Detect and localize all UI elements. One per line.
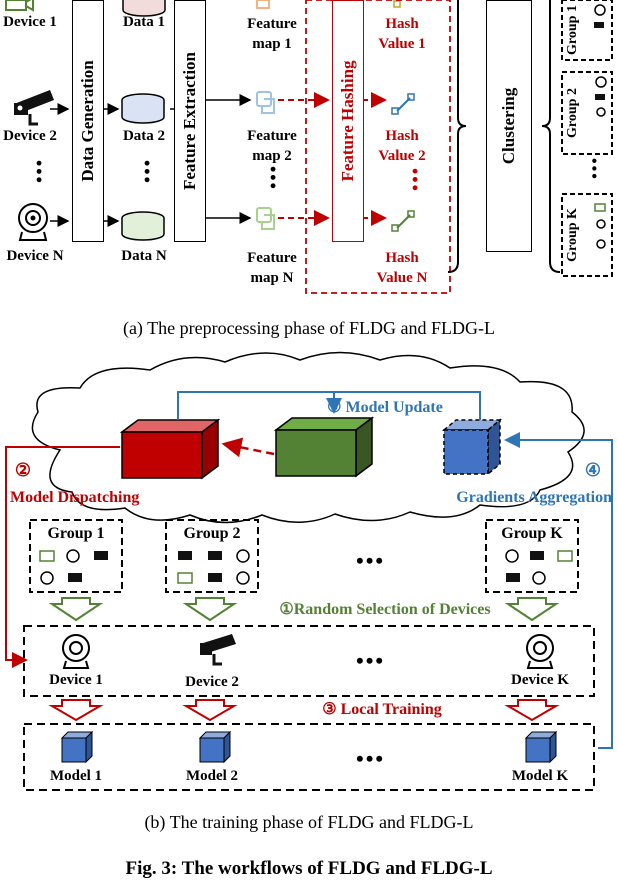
hash-value-label: Hash Value 2 bbox=[378, 128, 426, 164]
group-label: Group 2 bbox=[183, 525, 241, 542]
gradients-cube bbox=[441, 418, 503, 476]
ellipsis: ••• bbox=[356, 746, 386, 771]
caption-b: (b) The training phase of FLDG and FLDG-… bbox=[144, 812, 474, 832]
model-label: Model 2 bbox=[185, 768, 239, 784]
local-model-cube bbox=[60, 730, 94, 764]
clustering-box: Clustering bbox=[486, 0, 532, 252]
group-label: Group 1 bbox=[47, 525, 105, 542]
device-label: Device N bbox=[6, 248, 64, 264]
database-icon bbox=[122, 0, 166, 17]
ellipsis: ••• bbox=[356, 648, 386, 673]
cctv-icon bbox=[200, 634, 236, 666]
vertical-ellipsis: ••• bbox=[585, 158, 602, 181]
group-label: Group K bbox=[501, 525, 563, 542]
group-box: Group 1 bbox=[565, 5, 580, 55]
local-model-cube bbox=[524, 730, 558, 764]
step4-label: ④ bbox=[584, 460, 602, 480]
group-box: Group 2 bbox=[565, 88, 580, 138]
random-selection-label: ①Random Selection of Devices bbox=[279, 601, 491, 618]
vertical-ellipsis: ••• bbox=[137, 160, 157, 185]
aggregated-model-cube bbox=[273, 416, 375, 478]
vertical-ellipsis: ••• bbox=[29, 160, 49, 185]
device-label: Device K bbox=[511, 672, 569, 688]
cctv-icon bbox=[14, 90, 54, 126]
step2-label: ② bbox=[14, 460, 32, 480]
camera-icon bbox=[5, 0, 34, 12]
device-label: Device 2 bbox=[185, 674, 239, 690]
feature-map-label: Feature map N bbox=[247, 250, 297, 286]
feature-map-label: Feature map 2 bbox=[247, 128, 297, 164]
data-label: Data N bbox=[121, 248, 167, 264]
caption-a: (a) The preprocessing phase of FLDG and … bbox=[122, 318, 496, 338]
figure-title: Fig. 3: The workflows of FLDG and FLDG-L bbox=[125, 858, 493, 879]
data-label: Data 2 bbox=[122, 128, 166, 144]
hash-value-label: Hash Value N bbox=[376, 250, 428, 286]
model-update-label: ⑤ Model Update bbox=[327, 399, 443, 416]
device-label: Device 2 bbox=[3, 128, 57, 144]
feature-extraction-box: Feature Extraction bbox=[174, 0, 206, 242]
device-label: Device 1 bbox=[49, 672, 103, 688]
data-generation-box: Data Generation bbox=[72, 0, 104, 242]
hash-value-label: Hash Value 1 bbox=[378, 16, 426, 52]
speaker-icon bbox=[526, 634, 554, 669]
data-label: Data 1 bbox=[122, 14, 166, 30]
feature-map-icon bbox=[256, 0, 270, 9]
gradients-aggregation-label: Gradients Aggregation bbox=[456, 489, 612, 506]
local-model-cube bbox=[198, 730, 232, 764]
ellipsis: ••• bbox=[356, 548, 386, 573]
feature-hashing-box: Feature Hashing bbox=[332, 0, 364, 242]
group-box: Group K bbox=[565, 208, 580, 262]
webcam-icon bbox=[62, 634, 90, 669]
vertical-ellipsis: ••• bbox=[405, 168, 425, 193]
model-label: Model 1 bbox=[49, 768, 103, 784]
hash-icon bbox=[391, 210, 415, 232]
device-label: Device 1 bbox=[3, 14, 57, 30]
feature-map-label: Feature map 1 bbox=[247, 16, 297, 52]
database-icon bbox=[121, 93, 165, 124]
webcam-icon bbox=[18, 203, 48, 241]
feature-map-icon bbox=[256, 207, 275, 230]
local-training-label: ③ Local Training bbox=[322, 701, 442, 718]
model-label: Model K bbox=[511, 768, 569, 784]
model-dispatching-label: Model Dispatching bbox=[10, 489, 140, 506]
global-model-cube bbox=[119, 418, 221, 480]
vertical-ellipsis: ••• bbox=[263, 166, 283, 191]
database-icon bbox=[121, 211, 165, 241]
hash-icon bbox=[391, 93, 415, 115]
feature-map-icon bbox=[256, 91, 275, 114]
hash-icon bbox=[393, 0, 401, 8]
